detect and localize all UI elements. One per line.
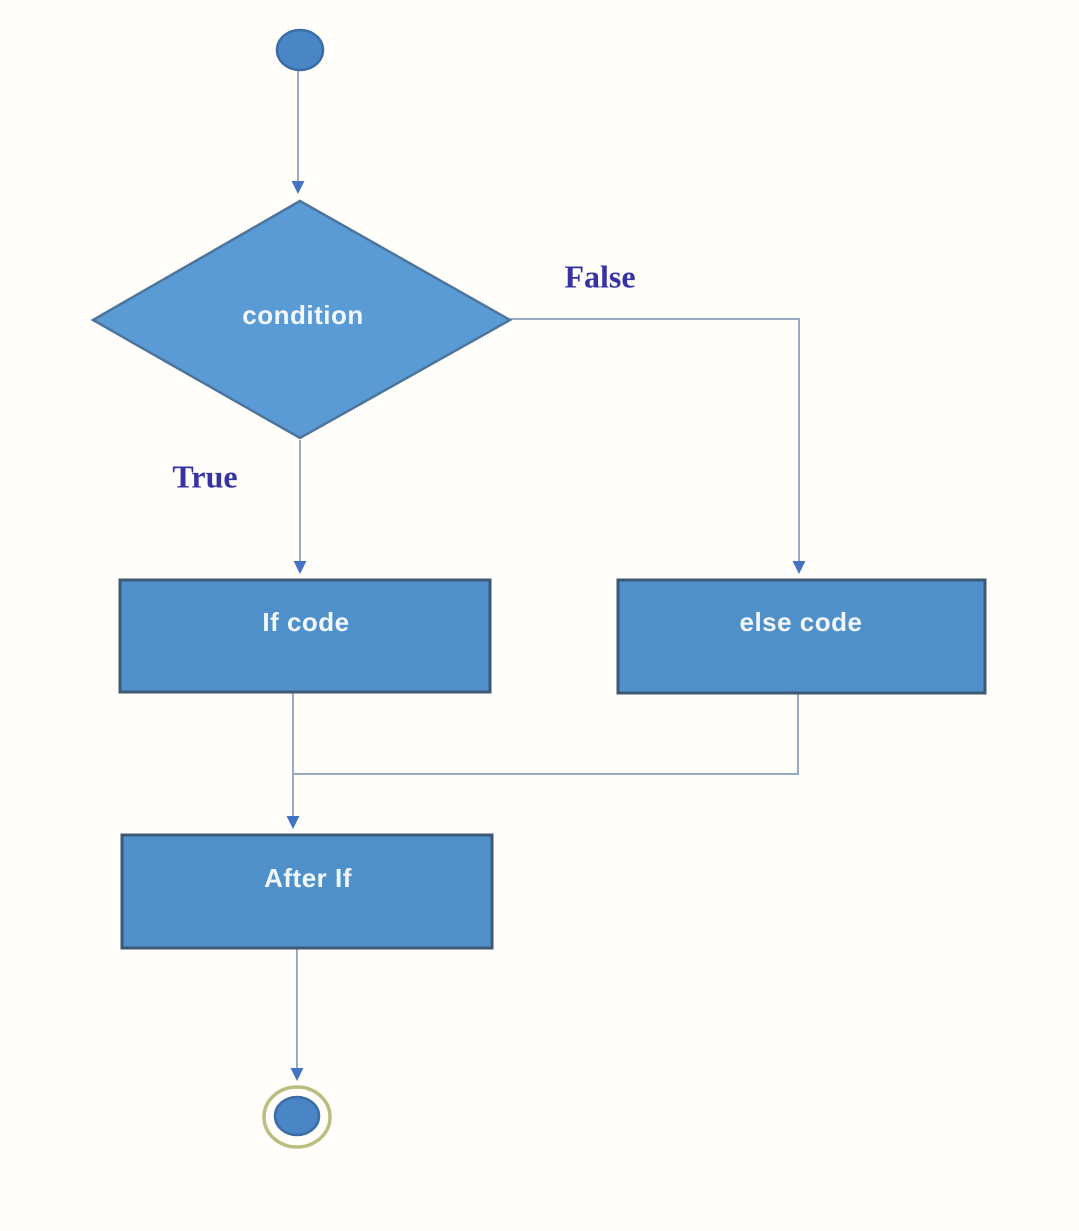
else-code-box (616, 578, 987, 695)
start-node (275, 28, 325, 72)
end-node (262, 1085, 332, 1149)
else-code-label: else code (739, 607, 862, 637)
after-if-label: After If (264, 863, 352, 893)
if-code-box (118, 578, 492, 694)
if-code-label: If code (262, 607, 349, 637)
condition-label: condition (242, 300, 363, 330)
end-node-outer-ring (262, 1085, 332, 1149)
edge-condition-false-to-else-code (510, 318, 806, 574)
false-branch-label: False (564, 258, 635, 294)
end-node-inner-dot (273, 1095, 321, 1137)
edge-else-code-to-merge (294, 694, 799, 775)
condition-diamond (90, 199, 513, 440)
true-branch-label: True (172, 458, 237, 494)
after-if-box (120, 833, 494, 950)
